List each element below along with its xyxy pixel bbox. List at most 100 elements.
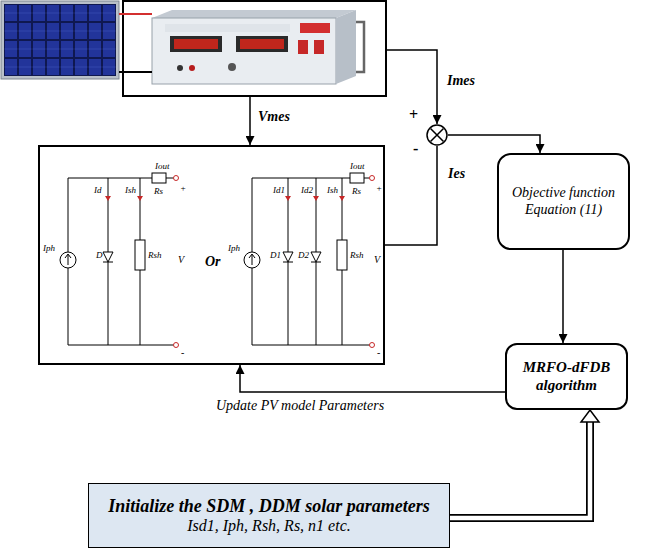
error-line — [448, 135, 540, 153]
circuit-label: Ish — [125, 186, 136, 195]
resistor-symbol — [350, 173, 364, 183]
edge-label: Ies — [446, 166, 467, 182]
switch — [314, 40, 324, 54]
init-arrow — [450, 410, 599, 518]
diode-symbol — [283, 252, 293, 262]
hollow-arrowhead — [581, 410, 599, 422]
device-front — [152, 18, 336, 84]
jack — [189, 65, 195, 71]
junction-cross — [431, 129, 444, 142]
circuit-label: V — [178, 255, 184, 265]
circuit-label: Rsh — [148, 251, 162, 260]
wire — [68, 178, 174, 345]
voltage-arrow — [249, 97, 251, 145]
circuit-label: D2 — [298, 251, 309, 260]
circuit-label: Rs — [352, 187, 361, 196]
device-side — [336, 10, 356, 84]
source-arrow — [249, 254, 255, 265]
arrow-shaft — [450, 422, 590, 518]
node-text: + — [409, 107, 418, 123]
circuit-label: Iph — [43, 244, 55, 253]
panel-cells — [4, 4, 116, 76]
jack — [177, 65, 183, 71]
node-text: Initialize the SDM , DDM solar parameter… — [108, 496, 430, 517]
terminal — [174, 176, 179, 181]
current-arrow — [137, 196, 143, 201]
current-source-symbol — [244, 252, 260, 268]
current-display — [170, 36, 222, 52]
circuit-label: Rs — [154, 187, 163, 196]
terminal-sign: - — [181, 348, 184, 358]
terminal-sign: + — [180, 184, 186, 193]
single-diode-circuit — [60, 173, 179, 348]
current-source-symbol — [60, 252, 76, 268]
panel-frame — [1, 1, 119, 79]
switch — [298, 40, 308, 54]
circuit-label: Rsh — [350, 251, 364, 260]
current-arrow — [339, 196, 345, 201]
init-box: Initialize the SDM , DDM solar parameter… — [88, 483, 450, 548]
algorithm-box: MRFO-dFDB algorithm — [505, 343, 628, 410]
brand-plate — [300, 23, 330, 33]
circuit-label: Id — [94, 186, 102, 195]
junction-circle — [427, 125, 447, 145]
node-text: MRFO-dFDB algorithm — [513, 359, 620, 394]
circuit-label: Id2 — [301, 186, 313, 195]
terminal — [174, 343, 179, 348]
resistor-symbol — [337, 240, 347, 270]
node-text: Isd1, Iph, Rsh, Rs, n1 etc. — [187, 517, 351, 535]
fitness-arrow — [563, 250, 564, 343]
update-arrow — [240, 365, 505, 392]
difference-line — [385, 146, 437, 245]
circuit-label: D1 — [270, 251, 281, 260]
edge-label: Update PV model Parameters — [214, 398, 386, 414]
circuit-label: Iout — [155, 162, 170, 171]
device-strip — [165, 24, 290, 32]
current-digits — [174, 39, 218, 49]
circuit-label: Ish — [327, 186, 338, 195]
objective-box: Objective function Equation (11) — [497, 153, 630, 250]
double-diode-circuit — [244, 173, 375, 348]
circuit-label: Iph — [228, 244, 240, 253]
panel-wire-positive — [119, 13, 152, 15]
device-frame — [123, 1, 386, 96]
voltage-digits — [240, 39, 284, 49]
node-text: Objective function Equation (11) — [507, 185, 620, 217]
diode-symbol — [311, 252, 321, 262]
circuit-label: Id1 — [273, 186, 285, 195]
summing-junction: +- — [426, 124, 448, 146]
signal-label: Imes — [447, 74, 475, 88]
source-arrow — [65, 254, 71, 265]
circuit-label: D — [96, 251, 103, 260]
connector-line — [562, 250, 564, 343]
circuit-label: Iout — [350, 162, 365, 171]
terminal — [370, 343, 375, 348]
summing-symbol — [426, 124, 448, 146]
model-panel: Or — [38, 145, 385, 365]
current-arrow — [285, 196, 291, 201]
current-arrow — [313, 196, 319, 201]
current-arrow — [387, 50, 437, 124]
handle — [356, 22, 364, 72]
node-text: Or — [205, 255, 221, 269]
measurement-device — [123, 1, 386, 96]
wire — [252, 178, 370, 345]
voltage-display — [236, 36, 288, 52]
solar-panel — [1, 1, 119, 79]
connector-line — [385, 146, 437, 245]
resistor-symbol — [135, 240, 145, 270]
panel-wire-negative — [119, 71, 152, 73]
circuit-label: V — [374, 255, 380, 265]
resistor-symbol — [152, 173, 166, 183]
diode-symbol — [103, 252, 113, 262]
connector-line — [448, 135, 540, 153]
knob — [228, 63, 236, 71]
terminal-sign: + — [376, 184, 382, 193]
arrow-shaft-inner — [450, 422, 590, 518]
current-arrow — [105, 196, 111, 201]
node-text: - — [413, 141, 418, 157]
terminal — [370, 176, 375, 181]
terminal-sign: - — [377, 348, 380, 358]
